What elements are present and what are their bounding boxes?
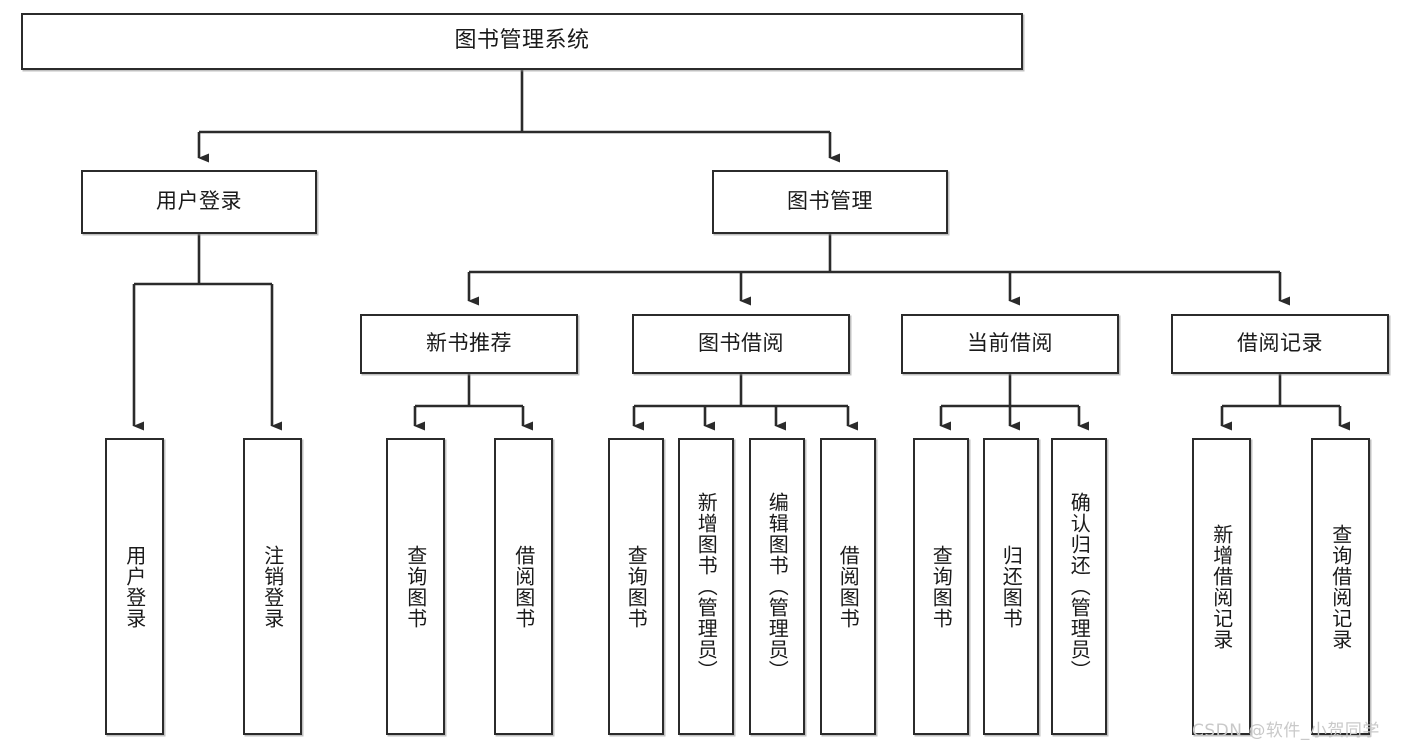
- node-label: 借阅记录: [1237, 331, 1323, 356]
- leaf-label: 编辑图书（管理员）: [765, 492, 790, 681]
- leaf-label: 归还图书: [999, 544, 1024, 629]
- node-label: 图书借阅: [698, 331, 784, 356]
- leaf-logout-login[interactable]: 注销登录: [243, 438, 302, 735]
- node-new-book-recommend[interactable]: 新书推荐: [360, 314, 578, 374]
- node-label: 新书推荐: [426, 331, 512, 356]
- leaf-label: 新增图书（管理员）: [694, 492, 719, 681]
- node-book-borrow[interactable]: 图书借阅: [632, 314, 850, 374]
- leaf-confirm-return[interactable]: 确认归还（管理员）: [1051, 438, 1107, 735]
- leaf-label: 查询图书: [403, 544, 428, 629]
- leaf-label: 注销登录: [260, 544, 285, 629]
- leaf-edit-book[interactable]: 编辑图书（管理员）: [749, 438, 805, 735]
- node-book-management-system[interactable]: 图书管理系统: [21, 13, 1023, 70]
- node-label: 图书管理系统: [454, 28, 590, 54]
- leaf-label: 确认归还（管理员）: [1067, 492, 1092, 681]
- leaf-query-book-current[interactable]: 查询图书: [913, 438, 969, 735]
- leaf-borrow-book-recommend[interactable]: 借阅图书: [494, 438, 553, 735]
- leaf-add-borrow-record[interactable]: 新增借阅记录: [1192, 438, 1251, 735]
- leaf-label: 查询借阅记录: [1328, 523, 1353, 650]
- leaf-label: 查询图书: [929, 544, 954, 629]
- leaf-query-book-recommend[interactable]: 查询图书: [386, 438, 445, 735]
- node-label: 用户登录: [156, 189, 242, 214]
- leaf-query-book-borrow[interactable]: 查询图书: [608, 438, 664, 735]
- leaf-borrow-book[interactable]: 借阅图书: [820, 438, 876, 735]
- leaf-label: 借阅图书: [511, 544, 536, 629]
- node-borrow-record[interactable]: 借阅记录: [1171, 314, 1389, 374]
- leaf-return-book[interactable]: 归还图书: [983, 438, 1039, 735]
- node-user-login[interactable]: 用户登录: [81, 170, 317, 234]
- leaf-label: 用户登录: [122, 544, 147, 629]
- node-book-management[interactable]: 图书管理: [712, 170, 948, 234]
- node-current-borrow[interactable]: 当前借阅: [901, 314, 1119, 374]
- leaf-query-borrow-record[interactable]: 查询借阅记录: [1311, 438, 1370, 735]
- leaf-add-book[interactable]: 新增图书（管理员）: [678, 438, 734, 735]
- node-label: 图书管理: [787, 189, 873, 214]
- leaf-label: 查询图书: [624, 544, 649, 629]
- node-label: 当前借阅: [967, 331, 1053, 356]
- leaf-label: 新增借阅记录: [1209, 523, 1234, 650]
- leaf-label: 借阅图书: [836, 544, 861, 629]
- leaf-user-login[interactable]: 用户登录: [105, 438, 164, 735]
